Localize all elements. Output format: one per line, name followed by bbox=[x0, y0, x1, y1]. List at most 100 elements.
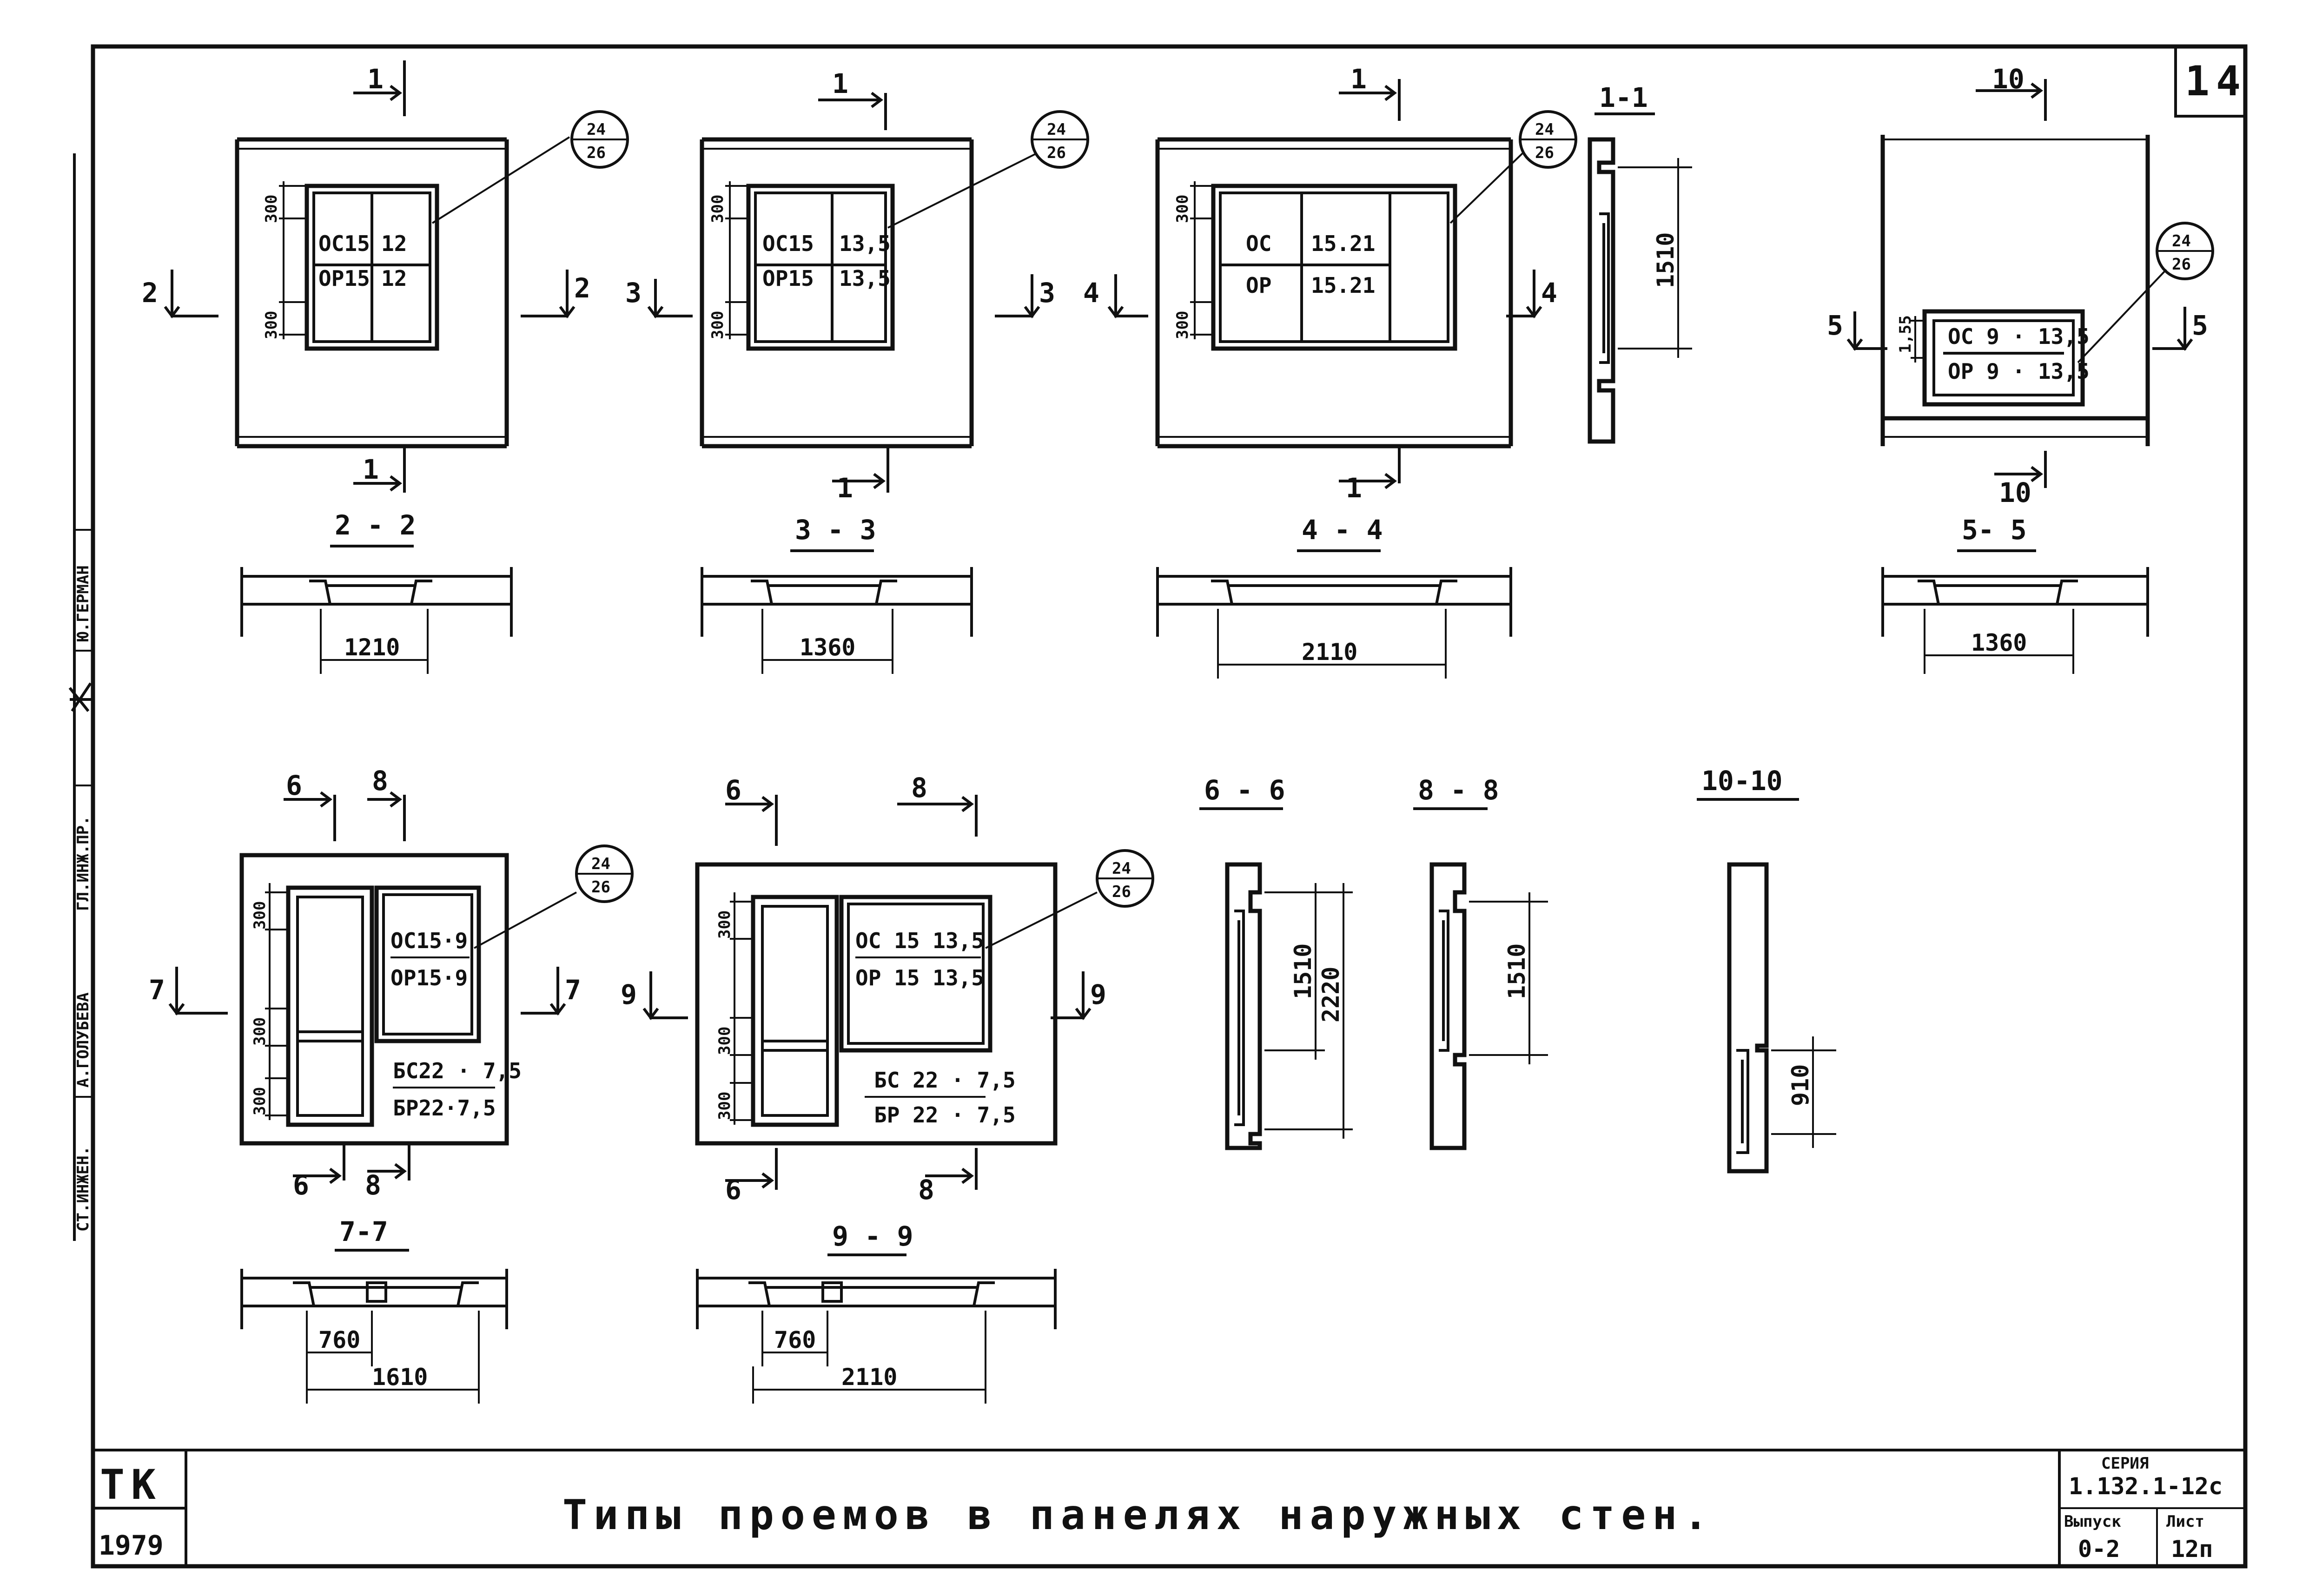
panel-5-door-bottom: БР22·7,5 bbox=[393, 1095, 496, 1121]
section-10-10: 10-10 910 bbox=[1697, 765, 1836, 1174]
panel-5-window-top: ОС15·9 bbox=[390, 928, 468, 953]
panel-2-cut-left: 3 bbox=[625, 277, 642, 309]
panel-2-callout-top: 24 bbox=[1047, 120, 1066, 139]
panel-5-callout-bottom: 26 bbox=[591, 878, 610, 897]
panel-6-section-a-bottom: 6 bbox=[725, 1174, 741, 1206]
panel-1-section-bottom: 1 bbox=[363, 454, 379, 485]
panel-3-plan-width: 2110 bbox=[1302, 639, 1357, 666]
side-stamp-row2: ГЛ.ИНЖ.ПР. bbox=[74, 816, 93, 911]
panel-5-dim-c: 300 bbox=[251, 1087, 269, 1115]
section-8-8-label: 8 - 8 bbox=[1418, 774, 1499, 806]
panel-2-callout-bottom: 26 bbox=[1047, 144, 1066, 162]
panel-3-dim-a: 300 bbox=[1173, 195, 1192, 223]
panel-3: 300 300 ОС 15.21 ОР 15.21 24 26 1 1 4 4 … bbox=[1083, 63, 1577, 679]
panel-3-cut-left: 4 bbox=[1083, 277, 1099, 309]
panel-5-cut-right: 7 bbox=[565, 974, 581, 1006]
panel-4-mark-bottom: ОР 9 · 13,5 bbox=[1948, 359, 2090, 384]
panel-6-callout-top: 24 bbox=[1112, 859, 1131, 878]
panel-1-mark-top-b: 12 bbox=[381, 231, 407, 256]
section-1-1-label: 1-1 bbox=[1599, 82, 1648, 113]
stamp-tk: ТК bbox=[100, 1461, 162, 1509]
series-value: 1.132.1-12с bbox=[2069, 1473, 2223, 1500]
panel-1-callout-bottom: 26 bbox=[587, 144, 606, 162]
panel-6-door-top: БС 22 · 7,5 bbox=[874, 1068, 1016, 1093]
panel-3-dim-b: 300 bbox=[1173, 311, 1192, 339]
section-10-10-height: 910 bbox=[1787, 1064, 1814, 1106]
panel-2-mark-top-b: 13,5 bbox=[839, 231, 891, 256]
panel-2-section-bottom: 1 bbox=[837, 472, 853, 504]
side-stamp-row4: СТ.ИНЖЕН. bbox=[74, 1146, 93, 1232]
panel-4-plan-width: 1360 bbox=[1971, 629, 2027, 656]
panel-2: 300 300 ОС15 13,5 ОР15 13,5 24 26 1 1 3 … bbox=[625, 68, 1089, 674]
panel-5-window-bottom: ОР15·9 bbox=[390, 965, 468, 990]
panel-6-cut-right: 9 bbox=[1090, 979, 1106, 1010]
section-8-8: 8 - 8 1510 bbox=[1413, 774, 1548, 1150]
side-stamp-row3: А.ГОЛУБЕВА bbox=[74, 992, 93, 1088]
panel-1: 300 300 ОС15 12 ОР15 12 24 26 1 1 2 2 2 … bbox=[142, 60, 629, 674]
panel-1-callout-top: 24 bbox=[587, 120, 606, 139]
stamp-year: 1979 bbox=[99, 1530, 164, 1561]
panel-2-dim-b: 300 bbox=[708, 311, 727, 339]
panel-4: 1,55 ОС 9 · 13,5 ОР 9 · 13,5 24 26 10 10… bbox=[1827, 63, 2214, 674]
panel-6-door-bottom: БР 22 · 7,5 bbox=[874, 1102, 1016, 1128]
panel-1-section-top: 1 bbox=[367, 63, 384, 95]
panel-3-plan-label: 4 - 4 bbox=[1302, 514, 1383, 546]
panel-2-mark-bottom-b: 13,5 bbox=[839, 266, 891, 291]
panel-4-dim-a: 1,55 bbox=[1896, 315, 1915, 353]
panel-2-plan-width: 1360 bbox=[800, 634, 855, 661]
signature-mark bbox=[68, 682, 93, 712]
panel-5: 300 300 300 ОС15·9 ОР15·9 БС22 · 7,5 БР2… bbox=[149, 765, 634, 1404]
section-1-1: 1-1 1510 bbox=[1588, 82, 1692, 444]
panel-1-dim-b: 300 bbox=[262, 311, 281, 339]
panel-1-plan-label: 2 - 2 bbox=[335, 509, 416, 541]
panel-5-section-a: 6 bbox=[286, 770, 302, 801]
panel-1-mark-bottom: ОР15 bbox=[318, 266, 370, 291]
panel-3-callout-bottom: 26 bbox=[1535, 144, 1554, 162]
panel-1-cut-left: 2 bbox=[142, 277, 158, 309]
panel-5-cut-left: 7 bbox=[149, 974, 165, 1006]
panel-4-section-top: 10 bbox=[1992, 63, 2025, 95]
panel-5-plan-width: 1610 bbox=[372, 1364, 428, 1391]
panel-2-plan-label: 3 - 3 bbox=[795, 514, 876, 546]
panel-6-dim-c: 300 bbox=[715, 1092, 734, 1120]
panel-6-dim-b: 300 bbox=[715, 1027, 734, 1055]
panel-4-cut-right: 5 bbox=[2192, 310, 2208, 341]
panel-6-section-b-bottom: 8 bbox=[918, 1174, 934, 1206]
panel-3-section-top: 1 bbox=[1350, 63, 1367, 95]
panel-5-section-b-bottom: 8 bbox=[365, 1169, 381, 1201]
panel-4-callout-bottom: 26 bbox=[2172, 255, 2191, 274]
section-10-10-label: 10-10 bbox=[1701, 765, 1783, 797]
side-stamp-row1: Ю.ГЕРМАН bbox=[74, 565, 93, 641]
panel-5-dim-a: 300 bbox=[251, 901, 269, 930]
panel-6-dim-a: 300 bbox=[715, 910, 734, 939]
section-8-8-height: 1510 bbox=[1503, 943, 1530, 999]
panel-2-section-top: 1 bbox=[832, 68, 848, 99]
panel-4-plan-label: 5- 5 bbox=[1962, 514, 2027, 546]
panel-4-callout-top: 24 bbox=[2172, 232, 2191, 251]
panel-5-dim-b: 300 bbox=[251, 1017, 269, 1046]
sheet-value: 12п bbox=[2171, 1536, 2213, 1563]
panel-2-mark-top: ОС15 bbox=[762, 231, 814, 256]
panel-6-plan-width: 2110 bbox=[841, 1364, 897, 1391]
section-6-6-inner: 1510 bbox=[1290, 943, 1317, 999]
panel-6-section-b: 8 bbox=[911, 772, 927, 804]
panel-6: 300 300 300 ОС 15 13,5 ОР 15 13,5 БС 22 … bbox=[621, 772, 1154, 1404]
panel-1-plan-width: 1210 bbox=[344, 634, 400, 661]
panel-4-cut-left: 5 bbox=[1827, 310, 1843, 341]
panel-6-cut-left: 9 bbox=[621, 979, 637, 1010]
panel-5-plan-door: 760 bbox=[318, 1326, 360, 1353]
sheet-number-top: 14 bbox=[2185, 57, 2247, 105]
sheet-label: Лист bbox=[2166, 1512, 2204, 1531]
panel-1-mark-bottom-b: 12 bbox=[381, 266, 407, 291]
panel-3-section-bottom: 1 bbox=[1346, 472, 1362, 504]
panel-1-dim-a: 300 bbox=[262, 195, 281, 223]
panel-3-mark-top-b: 15.21 bbox=[1311, 231, 1375, 256]
section-6-6-outer: 2220 bbox=[1317, 967, 1344, 1022]
panel-2-mark-bottom: ОР15 bbox=[762, 266, 814, 291]
drawing-title: Типы проемов в панелях наружных стен. bbox=[562, 1491, 1714, 1539]
panel-3-mark-bottom: ОР bbox=[1246, 273, 1271, 298]
panel-6-plan-door: 760 bbox=[774, 1326, 816, 1353]
issue-value: 0-2 bbox=[2078, 1536, 2120, 1563]
panel-5-section-a-bottom: 6 bbox=[293, 1169, 309, 1201]
